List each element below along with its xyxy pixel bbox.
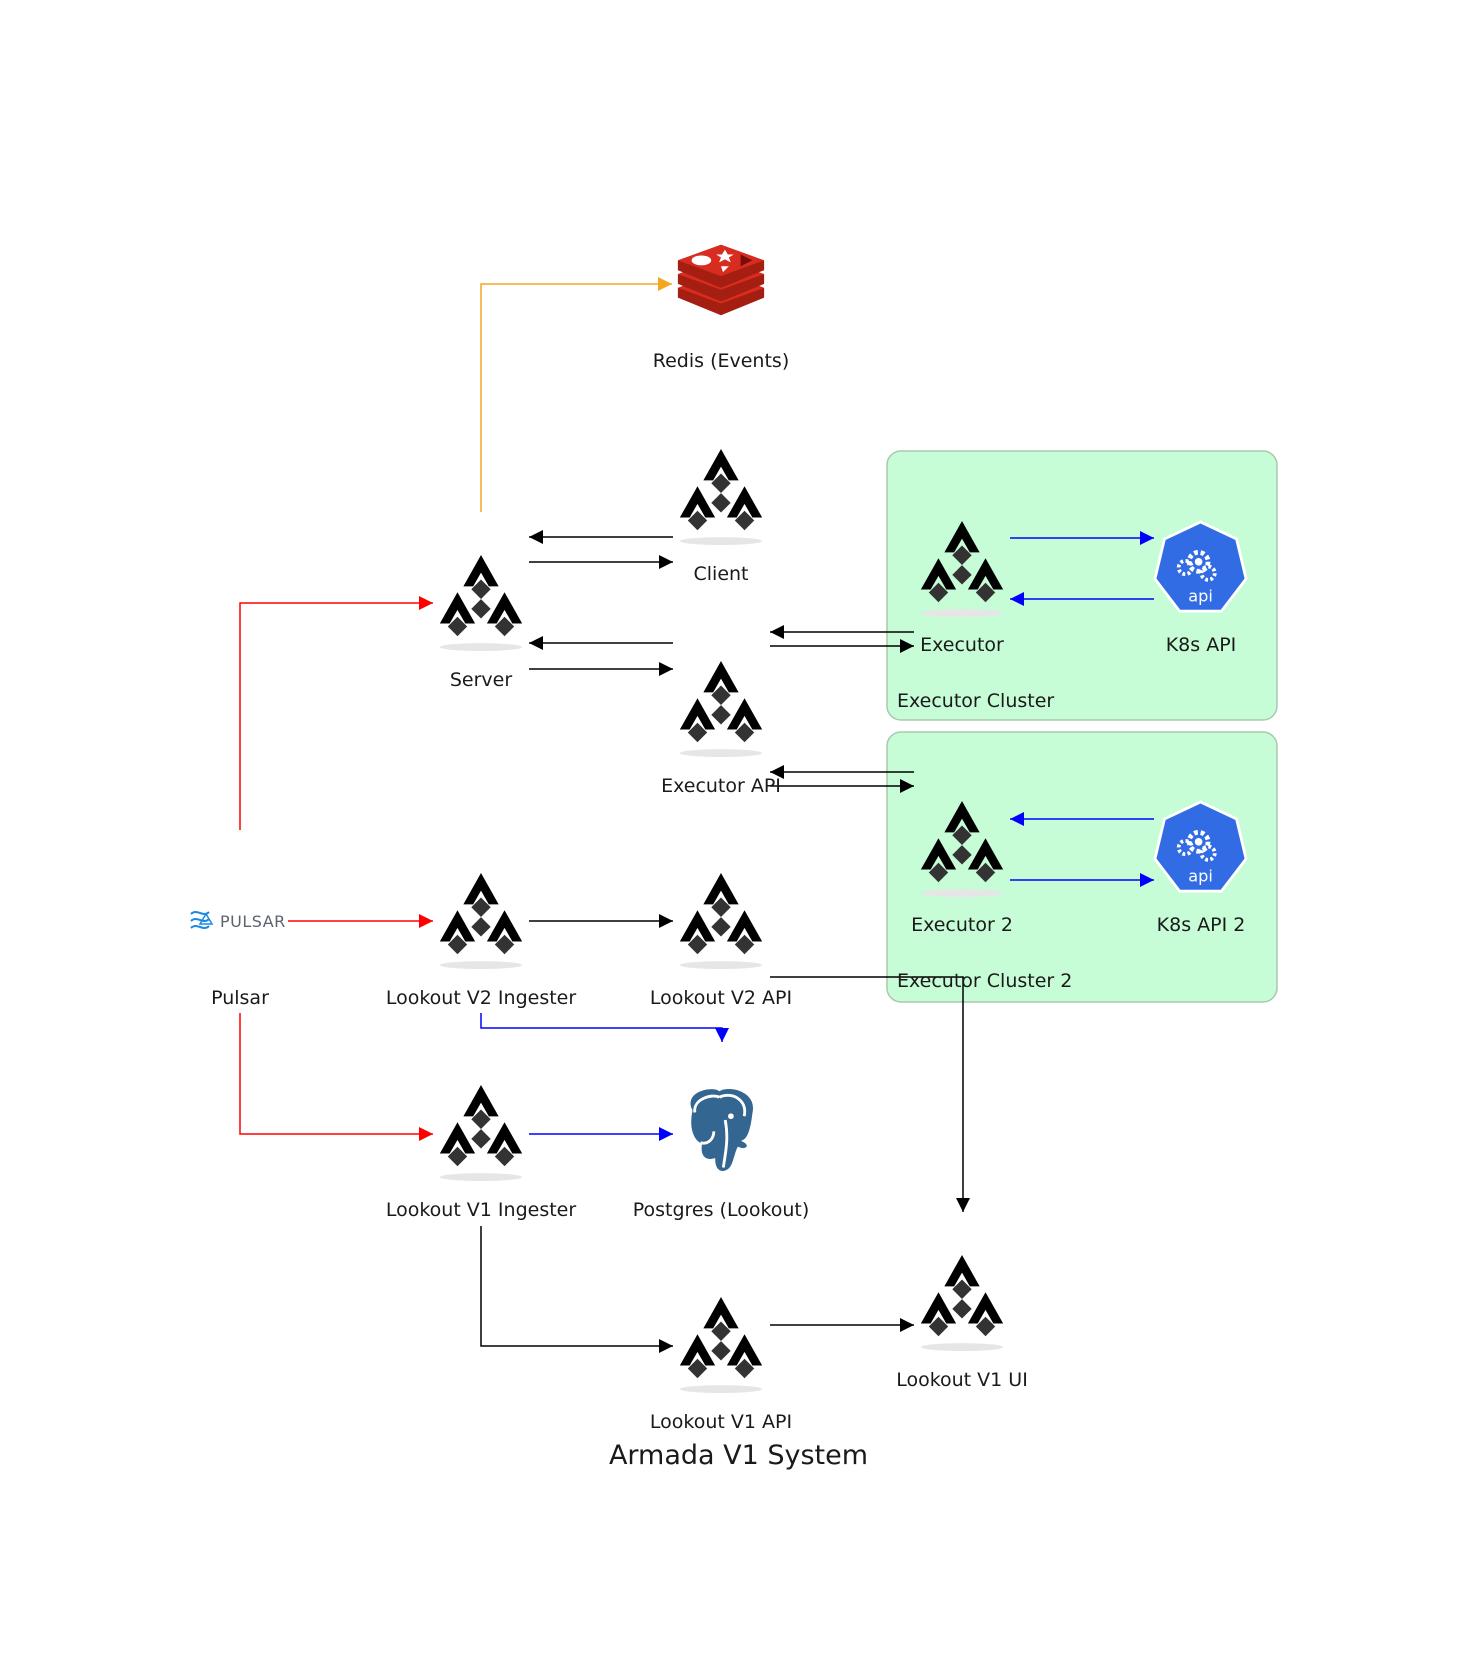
edges: [239, 277, 1154, 1353]
postgres-icon: [687, 1086, 756, 1174]
node-label-executor-api: Executor API: [661, 775, 781, 797]
edge-lookoutv1ingester-lookoutv1api: [480, 1226, 673, 1353]
edge-lookoutv2ingester-postgres: [480, 1013, 729, 1042]
armada-icon-client: [679, 448, 763, 545]
node-label-postgres: Postgres (Lookout): [632, 1199, 810, 1221]
edge-pulsar-lookoutv1ingester: [239, 1013, 433, 1141]
node-label-client: Client: [693, 563, 749, 585]
executor-cluster-2-box: [886, 731, 1278, 1003]
armada-icon-lookout-v1-ingester: [439, 1084, 523, 1181]
node-label-k8s-api-2: K8s API 2: [1156, 914, 1246, 936]
node-label-lookout-v2-api: Lookout V2 API: [649, 987, 793, 1009]
edge-lookoutv2api-lookoutv1ui: [770, 976, 970, 1212]
cluster-label-executor-cluster: Executor Cluster: [897, 690, 1055, 712]
redis-icon: [677, 244, 765, 316]
armada-icon-executor-api: [679, 660, 763, 757]
armada-icon-lookout-v2-ingester: [439, 872, 523, 969]
armada-icon-lookout-v1-ui: [920, 1254, 1004, 1351]
edge-pulsar-server: [239, 596, 433, 830]
edge-server-redis: [480, 277, 672, 512]
node-label-lookout-v2-ingester: Lookout V2 Ingester: [385, 987, 577, 1009]
node-label-server: Server: [449, 669, 513, 691]
executor-cluster-1-box: [886, 450, 1278, 721]
diagram-title: Armada V1 System: [608, 1440, 869, 1471]
node-label-executor-2: Executor 2: [911, 914, 1013, 936]
armada-icon-lookout-v1-api: [679, 1296, 763, 1393]
armada-icon-server: [439, 554, 523, 651]
node-label-lookout-v1-api: Lookout V1 API: [649, 1411, 793, 1433]
node-label-k8s-api: K8s API: [1165, 634, 1237, 656]
node-label-redis: Redis (Events): [652, 350, 790, 372]
armada-icon-lookout-v2-api: [679, 872, 763, 969]
pulsar-icon: PULSAR: [190, 911, 286, 931]
cluster-label-executor-cluster-2: Executor Cluster 2: [897, 970, 1073, 992]
node-label-lookout-v1-ui: Lookout V1 UI: [896, 1369, 1028, 1391]
pulsar-logo-text: PULSAR: [220, 912, 286, 931]
node-label-lookout-v1-ingester: Lookout V1 Ingester: [385, 1199, 577, 1221]
node-label-pulsar: Pulsar: [211, 987, 269, 1009]
node-label-executor: Executor: [920, 634, 1004, 656]
